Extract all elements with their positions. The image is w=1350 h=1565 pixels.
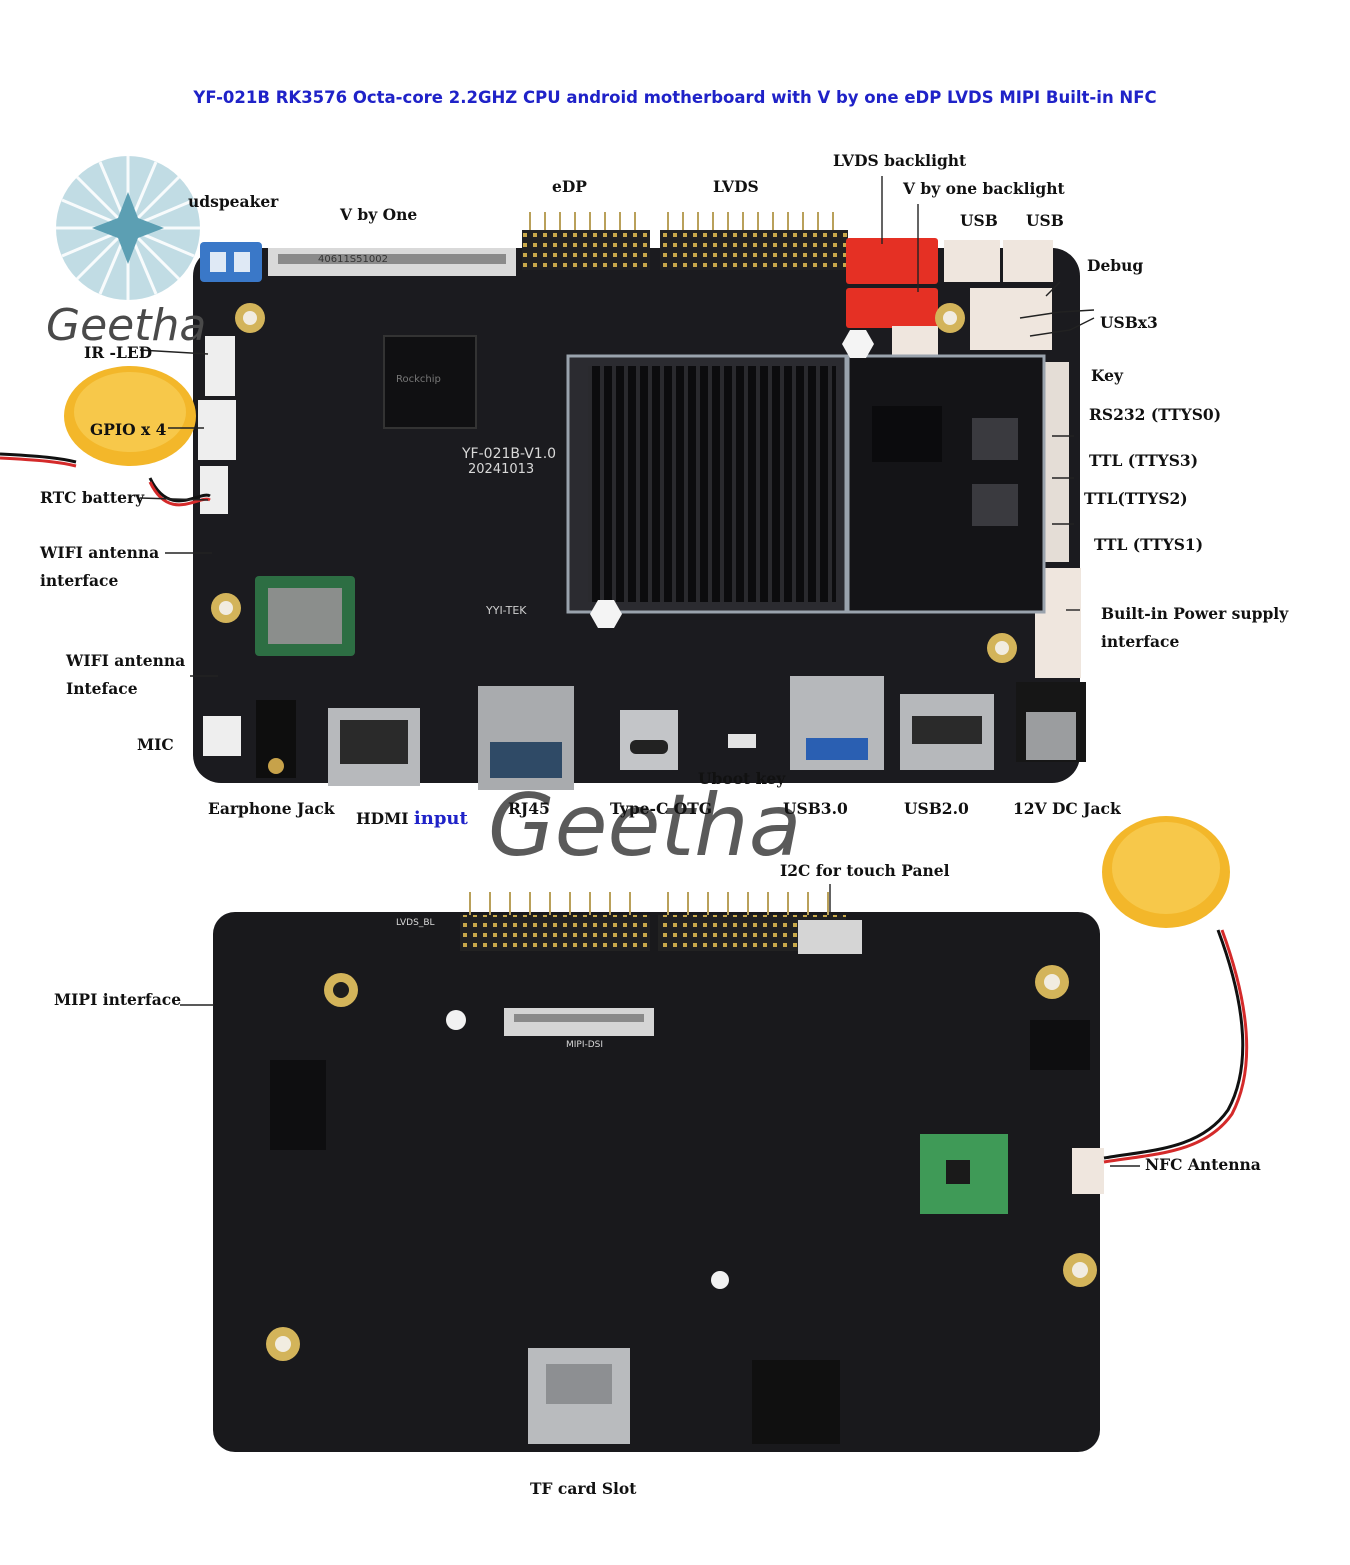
label-ir-led: IR -LED	[84, 343, 153, 362]
silk-lvds-bl: LVDS_BL	[396, 918, 435, 928]
label-hdmi: HDMI input	[356, 805, 468, 833]
nfc-antenna-connector	[1072, 1148, 1104, 1194]
label-ttys3: TTL (TTYS3)	[1089, 451, 1199, 470]
silk-wifi: YYI-TEK	[486, 604, 527, 617]
label-lvds: LVDS	[713, 177, 759, 196]
edp-header	[522, 230, 650, 270]
uboot-key	[728, 734, 756, 748]
label-lvds-backlight: LVDS backlight	[833, 151, 967, 170]
label-power-supply-a: Built-in Power supply	[1101, 604, 1289, 623]
label-gpio: GPIO x 4	[90, 420, 167, 439]
label-usb-1: USB	[960, 211, 998, 230]
label-rs232: RS232 (TTYS0)	[1089, 405, 1222, 424]
label-earphone-jack: Earphone Jack	[208, 799, 335, 818]
label-key: Key	[1091, 366, 1123, 385]
label-mipi-interface: MIPI interface	[54, 990, 182, 1009]
bottom-board	[213, 892, 1104, 1452]
label-hdmi-text: HDMI	[356, 809, 409, 828]
label-rtc-battery: RTC battery	[40, 488, 145, 507]
label-usbx3: USBx3	[1100, 313, 1158, 332]
label-usb20: USB2.0	[904, 799, 969, 818]
label-power-supply-b: interface	[1101, 632, 1180, 651]
label-usb-2: USB	[1026, 211, 1064, 230]
silk-mipi: MIPI-DSI	[566, 1040, 604, 1050]
watermark-small: Geetha	[46, 300, 207, 351]
watermark-logo-icon	[56, 156, 200, 300]
label-nfc-antenna: NFC Antenna	[1145, 1155, 1261, 1174]
loudspeaker-connector	[200, 242, 262, 282]
label-mic: MIC	[137, 735, 174, 754]
lvds-backlight-connector	[846, 238, 938, 284]
label-wifi-antenna-1b: interface	[40, 571, 119, 590]
lvds-header	[660, 230, 848, 270]
label-vbyone: V by One	[340, 205, 418, 224]
top-board	[193, 212, 1086, 790]
label-debug: Debug	[1087, 256, 1144, 275]
label-hdmi-input: input	[413, 808, 468, 829]
label-ttys1: TTL (TTYS1)	[1094, 535, 1204, 554]
silk-chip: Rockchip	[396, 374, 441, 385]
leader-lines	[139, 176, 1140, 1167]
label-tf-card-slot: TF card Slot	[530, 1479, 637, 1498]
label-uboot-key: Uboot key	[698, 769, 786, 788]
label-ttys2: TTL(TTYS2)	[1084, 489, 1188, 508]
label-wifi-antenna-2a: WIFI antenna	[66, 651, 186, 670]
silk-serial: 40611S51002	[318, 254, 388, 265]
label-usb30: USB3.0	[783, 799, 848, 818]
label-rj45: RJ45	[508, 799, 550, 818]
label-wifi-antenna-1a: WIFI antenna	[40, 543, 160, 562]
label-edp: eDP	[552, 177, 587, 196]
label-vbyone-backlight: V by one backlight	[903, 179, 1065, 198]
vbyone-backlight-connector	[846, 288, 938, 328]
silk-model: YF-021B-V1.0	[462, 446, 557, 462]
heatsink	[588, 366, 836, 602]
label-wifi-antenna-2b: Inteface	[66, 679, 138, 698]
i2c-touch-connector	[798, 920, 862, 954]
page-title: YF-021B RK3576 Octa-core 2.2GHZ CPU andr…	[193, 88, 1157, 107]
label-loudspeaker: udspeaker	[188, 192, 279, 211]
label-typec-otg: Type-C OTG	[610, 799, 712, 818]
label-i2c-touch: I2C for touch Panel	[780, 861, 950, 880]
silk-date: 20241013	[468, 462, 535, 477]
nfc-cable-battery-icon	[1102, 816, 1249, 1164]
label-dc-jack: 12V DC Jack	[1013, 799, 1121, 818]
watermark-large: Geetha	[488, 776, 802, 876]
